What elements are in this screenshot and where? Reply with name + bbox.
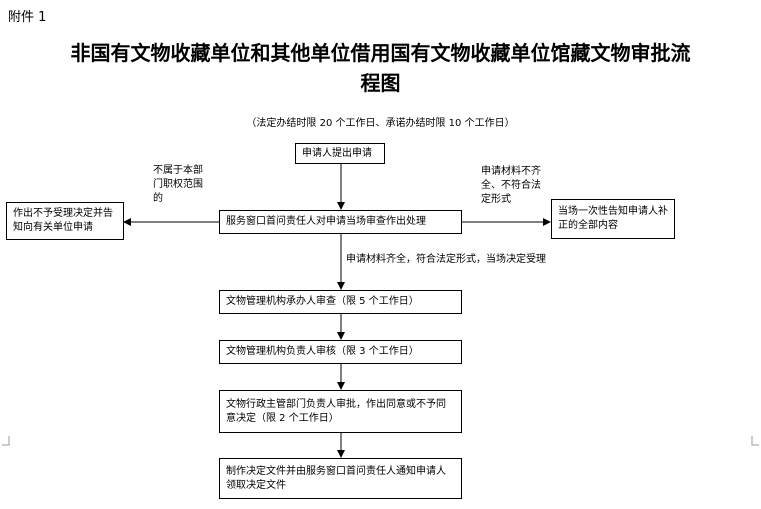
notify-box: 制作决定文件并由服务窗口首问责任人通知申请人领取决定文件 <box>219 458 462 499</box>
margin-corner-mark-right <box>751 436 759 446</box>
margin-corner-mark-left <box>2 436 10 446</box>
note-not-in-scope: 不属于本部门职权范围的 <box>153 165 203 204</box>
apply-box: 申请人提出申请 <box>295 143 385 164</box>
supplement-notice-box: 当场一次性告知申请人补正的全部内容 <box>551 199 675 239</box>
title-line-1: 非国有文物收藏单位和其他单位借用国有文物收藏单位馆藏文物审批流 <box>70 41 691 65</box>
review-box: 文物管理机构承办人审查（限 5 个工作日） <box>219 290 462 314</box>
reject-decision-box: 作出不予受理决定并告知向有关单位申请 <box>6 202 124 240</box>
time-limit-subtitle: （法定办结时限 20 个工作日、承诺办结时限 10 个工作日） <box>246 118 515 129</box>
note-accepted: 申请材料齐全，符合法定形式，当场决定受理 <box>346 254 546 265</box>
check-box: 文物管理机构负责人审核（限 3 个工作日） <box>219 340 462 364</box>
page-title: 非国有文物收藏单位和其他单位借用国有文物收藏单位馆藏文物审批流 程图 <box>0 38 761 98</box>
note-incomplete: 申请材料不齐全、不符合法定形式 <box>481 166 541 205</box>
window-processing-box: 服务窗口首问责任人对申请当场审查作出处理 <box>219 210 462 234</box>
attachment-label: 附件 1 <box>8 10 47 25</box>
title-line-2: 程图 <box>360 71 401 95</box>
approval-box: 文物行政主管部门负责人审批，作出同意或不予同意决定（限 2 个工作日） <box>219 390 462 433</box>
